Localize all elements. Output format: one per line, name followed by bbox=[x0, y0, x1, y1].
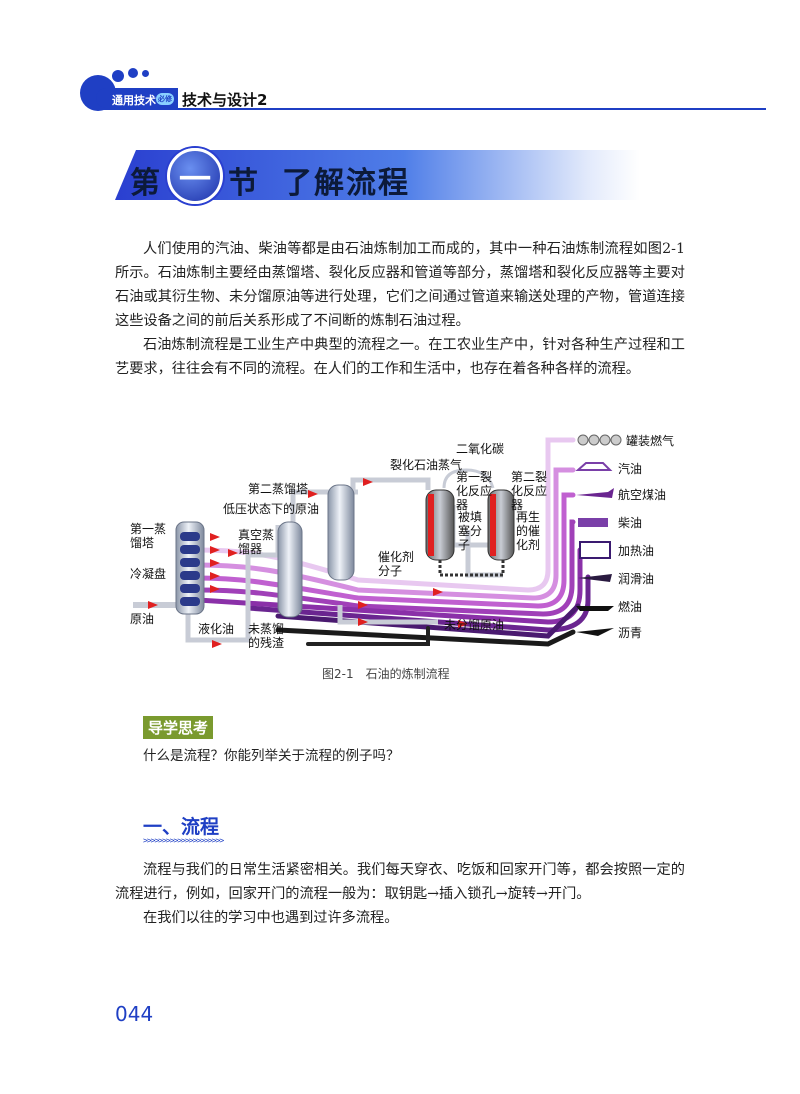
label-co2: 二氧化碳 bbox=[456, 442, 505, 456]
section-title: 了解流程 bbox=[282, 166, 410, 201]
refining-diagram-svg bbox=[133, 434, 622, 648]
book-title: 技术与设计2 bbox=[182, 91, 268, 109]
label-liquefied: 液化油 bbox=[198, 622, 235, 636]
header-dot bbox=[142, 70, 149, 77]
vacuum-distiller bbox=[277, 521, 303, 618]
reactor-link-pipe bbox=[442, 468, 495, 489]
intro-paragraph-2: 石油炼制流程是工业生产中典型的流程之一。在工农业生产中，针对各种生产过程和工艺要… bbox=[115, 337, 685, 377]
subsection-paragraph-2: 在我们以往的学习中也遇到过许多流程。 bbox=[143, 910, 399, 926]
series-name: 通用技术 bbox=[112, 94, 156, 107]
product-label: 燃油 bbox=[618, 600, 643, 614]
label-second-tower: 第二蒸馏塔 bbox=[248, 482, 309, 496]
catalyst-return-pipe bbox=[438, 560, 505, 577]
product-label: 润滑油 bbox=[618, 572, 655, 586]
subsection-paragraph-1: 流程与我们的日常生活紧密相关。我们每天穿衣、吃饭和回家开门等，都会按照一定的流程… bbox=[115, 862, 685, 902]
label-crude: 原油 bbox=[130, 612, 155, 626]
label-regenerated-catalyst: 再生 的催 化剂 bbox=[516, 510, 541, 552]
header-rule bbox=[96, 108, 766, 110]
label-low-pressure: 低压状态下的原油 bbox=[223, 502, 320, 516]
section-number-circle bbox=[167, 148, 223, 204]
reactor-heat-band bbox=[490, 494, 496, 556]
flow-arrows bbox=[148, 478, 468, 648]
page-number: 044 bbox=[115, 1002, 154, 1026]
reactor-heat-band bbox=[428, 494, 434, 556]
label-residue: 未蒸馏 的残渣 bbox=[248, 622, 285, 650]
label-catalyst-molecule: 催化剂 分子 bbox=[378, 550, 415, 578]
subsection-title: 一、流程 bbox=[143, 816, 220, 838]
required-badge: 必修 bbox=[156, 93, 174, 105]
label-second-reactor: 第二裂 化反应 器 bbox=[511, 470, 548, 512]
figure-caption: 图2-1 石油的炼制流程 bbox=[322, 667, 450, 681]
product-pipes bbox=[195, 437, 591, 647]
second-distillation-tower bbox=[327, 484, 355, 581]
header-dot bbox=[128, 68, 138, 78]
guide-title: 导学思考 bbox=[143, 716, 214, 739]
product-label: 柴油 bbox=[618, 516, 643, 530]
label-unfractionated: 未分馏原油 bbox=[444, 618, 505, 632]
product-label: 沥青 bbox=[618, 626, 643, 640]
label-first-tower: 第一蒸 馏塔 bbox=[130, 522, 167, 550]
label-vacuum-distiller: 真空蒸 馏器 bbox=[238, 528, 275, 556]
product-label: 航空煤油 bbox=[618, 488, 667, 502]
product-icons bbox=[575, 434, 622, 636]
label-first-reactor: 第一裂 化反应 器 bbox=[456, 470, 493, 512]
product-label: 汽油 bbox=[618, 462, 643, 476]
label-cracked-vapor: 裂化石油蒸气 bbox=[390, 458, 463, 472]
product-label: 加热油 bbox=[618, 544, 655, 558]
refining-diagram: 第一蒸 馏塔 冷凝盘 原油 液化油 真空蒸 馏器 低压状态下的原油 第二蒸馏塔 … bbox=[128, 430, 688, 656]
subsection-decoration: >>>>>>>>>>>>>>>>>>>>> bbox=[143, 836, 224, 845]
section-suffix: 节 bbox=[228, 166, 260, 201]
intro-paragraph-1: 人们使用的汽油、柴油等都是由石油炼制加工而成的，其中一种石油炼制流程如图2-1所… bbox=[115, 241, 685, 329]
label-blocked-molecules: 被填 塞分 子 bbox=[458, 510, 483, 552]
condenser-trays bbox=[180, 532, 200, 606]
section-number: 一 bbox=[178, 160, 211, 198]
section-prefix: 第 bbox=[130, 166, 162, 201]
product-label: 罐装燃气 bbox=[626, 434, 675, 448]
guide-question: 什么是流程？你能列举关于流程的例子吗？ bbox=[143, 748, 400, 764]
label-condenser: 冷凝盘 bbox=[130, 567, 167, 581]
header-dot bbox=[112, 70, 124, 82]
